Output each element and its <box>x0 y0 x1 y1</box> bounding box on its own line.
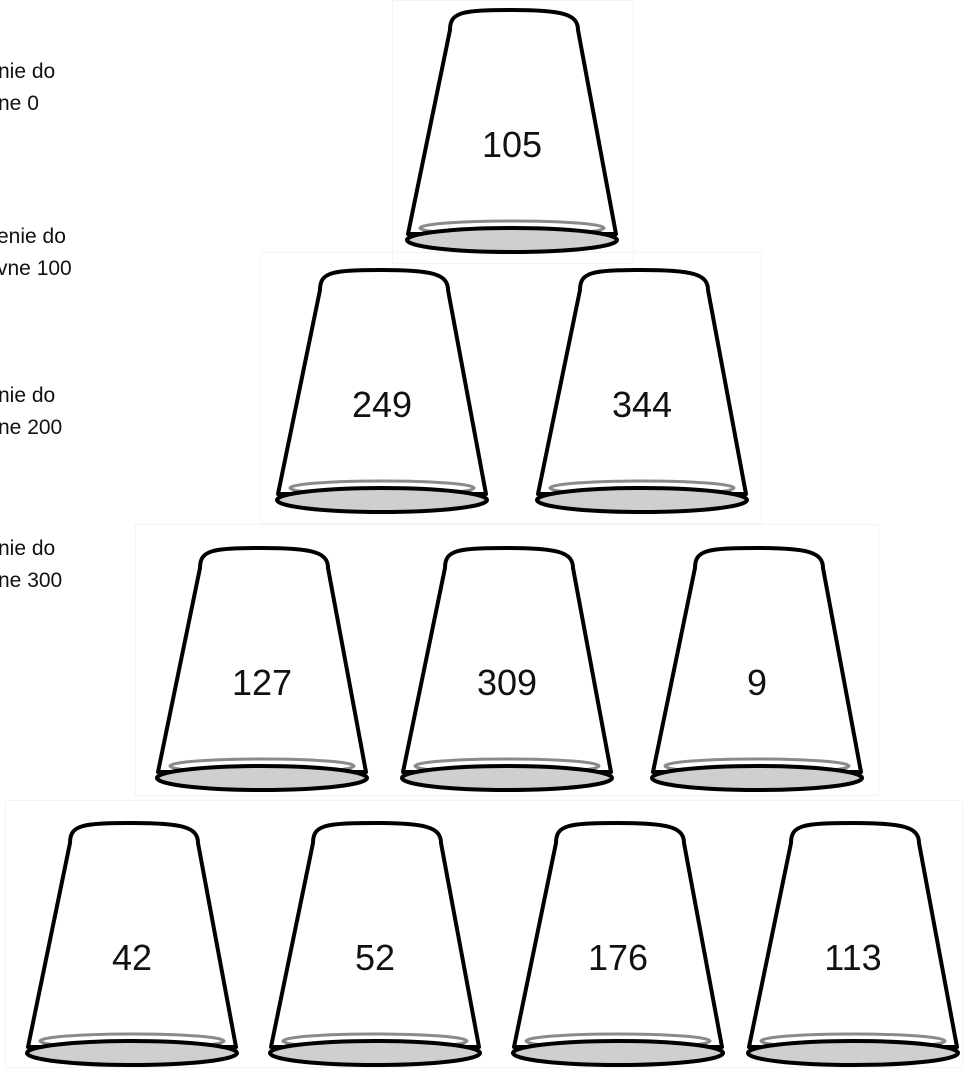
row-label-3: nie do ne 200 <box>0 380 138 444</box>
row-label-line: vne 100 <box>0 253 137 285</box>
row-label-line: ne 0 <box>0 88 138 120</box>
cup: 9 <box>647 540 867 800</box>
row-label-line: ne 300 <box>0 565 138 597</box>
cup: 52 <box>265 815 485 1075</box>
row-label-line: nie do <box>0 380 138 412</box>
row-label-4: nie do ne 300 <box>0 533 138 597</box>
cup: 42 <box>22 815 242 1075</box>
cup: 176 <box>508 815 728 1075</box>
cup: 127 <box>152 540 372 800</box>
cup: 309 <box>397 540 617 800</box>
row-label-2: enie do vne 100 <box>0 221 137 285</box>
cup-number: 249 <box>272 384 492 426</box>
cup-number: 344 <box>532 384 752 426</box>
cup-number: 9 <box>647 662 867 704</box>
cup-number: 105 <box>402 124 622 166</box>
cup: 249 <box>272 262 492 522</box>
row-label-line: enie do <box>0 221 137 253</box>
row-label-line: nie do <box>0 533 138 565</box>
row-label-1: nie do ne 0 <box>0 56 138 120</box>
cup-number: 113 <box>743 937 963 979</box>
cup: 344 <box>532 262 752 522</box>
cup-number: 52 <box>265 937 485 979</box>
cup: 113 <box>743 815 963 1075</box>
cup-number: 176 <box>508 937 728 979</box>
cup-number: 127 <box>152 662 372 704</box>
cup: 105 <box>402 2 622 262</box>
cup-number: 309 <box>397 662 617 704</box>
cup-number: 42 <box>22 937 242 979</box>
row-label-line: nie do <box>0 56 138 88</box>
row-label-line: ne 200 <box>0 412 138 444</box>
